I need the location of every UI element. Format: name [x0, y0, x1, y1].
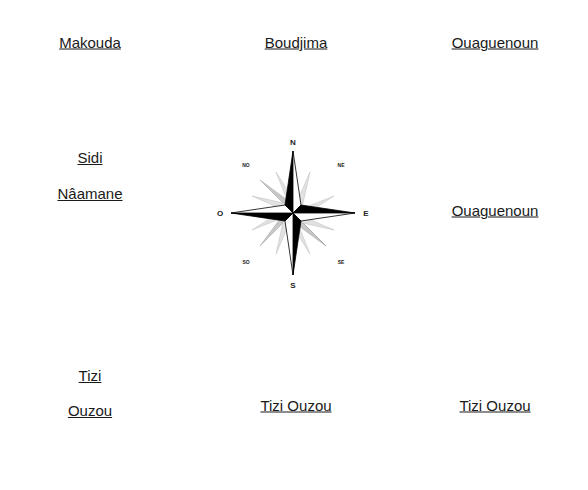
- commune-link: Tizi Ouzou: [459, 397, 530, 414]
- compass-letter: NO: [242, 162, 250, 168]
- commune-link: Makouda: [59, 34, 121, 51]
- commune-link: Tizi Ouzou: [260, 397, 331, 414]
- compass-letter: N: [290, 138, 296, 147]
- commune-link: Sidi Nâamane: [55, 140, 125, 212]
- compass-letter: O: [217, 209, 223, 218]
- commune-link: Tizi Ouzou: [60, 358, 120, 428]
- compass-letter: S: [290, 281, 295, 290]
- compass-letter: NE: [338, 162, 345, 168]
- commune-link: Ouaguenoun: [452, 202, 539, 219]
- commune-link: Ouaguenoun: [452, 34, 539, 51]
- compass-letter: SO: [242, 259, 249, 265]
- compass-letter: SE: [338, 259, 345, 265]
- compass-letter: E: [363, 209, 368, 218]
- commune-link: Boudjima: [265, 34, 328, 51]
